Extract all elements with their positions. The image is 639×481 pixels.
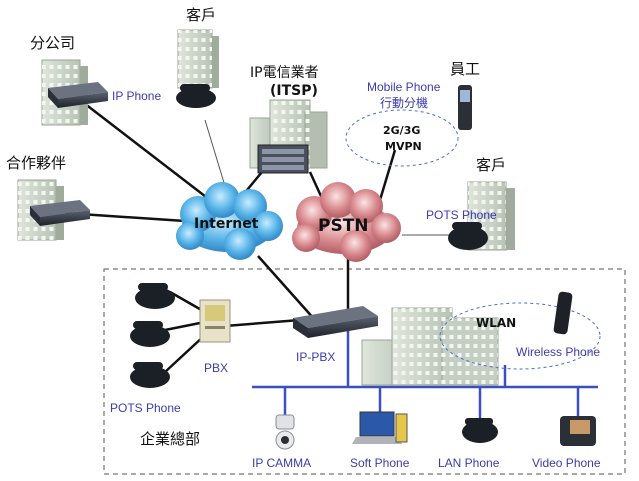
customer-label: 客戶 [186,6,217,24]
wlan-boundary [439,302,601,370]
partner-label: 合作夥伴 [6,154,67,172]
internet-label: Internet [194,216,259,232]
pots-phone-1-icon [135,283,175,309]
pots-phone-hq-label: POTS Phone [110,401,181,415]
pbx-device-icon [199,299,231,343]
lan-phone-label: LAN Phone [438,456,500,470]
soft-phone-laptop-icon [352,411,408,444]
pots-phone-2-icon [130,321,170,347]
ip-pbx-label: IP-PBX [296,350,336,364]
branch-office-label: 分公司 [30,34,76,52]
hq-boundary [103,268,626,475]
partner-gateway-icon [30,200,90,226]
itsp-abbr-label: (ITSP) [270,83,318,99]
ip-phone-label: IP Phone [112,89,162,103]
employee-label: 員工 [450,60,481,78]
ip-pbx-device-icon [293,306,378,338]
lan-phone-icon [462,418,498,443]
lan-bus [252,330,598,418]
pots-phone-right-label: POTS Phone [426,208,497,222]
soft-phone-label: Soft Phone [350,456,410,470]
customer-desk-phone-icon [176,84,216,108]
internet-cloud-icon [176,182,283,260]
ip-camera-icon [275,414,295,450]
mobile-phone-label: Mobile Phone [367,80,441,94]
mobile-phone-icon [458,85,472,130]
mvpn-2g3g-label: 2G/3G [383,124,421,137]
pots-phone-right-icon [448,222,488,250]
itsp-server-icon [257,144,309,174]
pots-phone-3-icon [130,362,170,388]
mvpn-boundary [345,109,459,167]
pstn-cloud-icon [292,182,401,262]
customer-building-icon [177,29,219,89]
network-links [64,99,397,373]
pbx-label: PBX [204,361,229,375]
wireless-phone-label: Wireless Phone [516,345,601,359]
video-phone-icon [560,416,596,446]
pstn-label: PSTN [318,216,369,236]
hq-label: 企業總部 [140,430,201,448]
customer-right-label: 客戶 [476,156,507,174]
video-phone-label: Video Phone [532,456,601,470]
mobile-switch-label: 行動分機 [380,96,429,110]
ip-camma-label: IP CAMMA [252,456,312,470]
mvpn-label: MVPN [385,140,422,153]
wlan-label: WLAN [476,316,517,330]
branch-gateway-icon [48,82,108,108]
wireless-phone-icon [553,291,573,335]
hq-building-icon [361,307,499,386]
itsp-label: IP電信業者 [250,65,319,81]
